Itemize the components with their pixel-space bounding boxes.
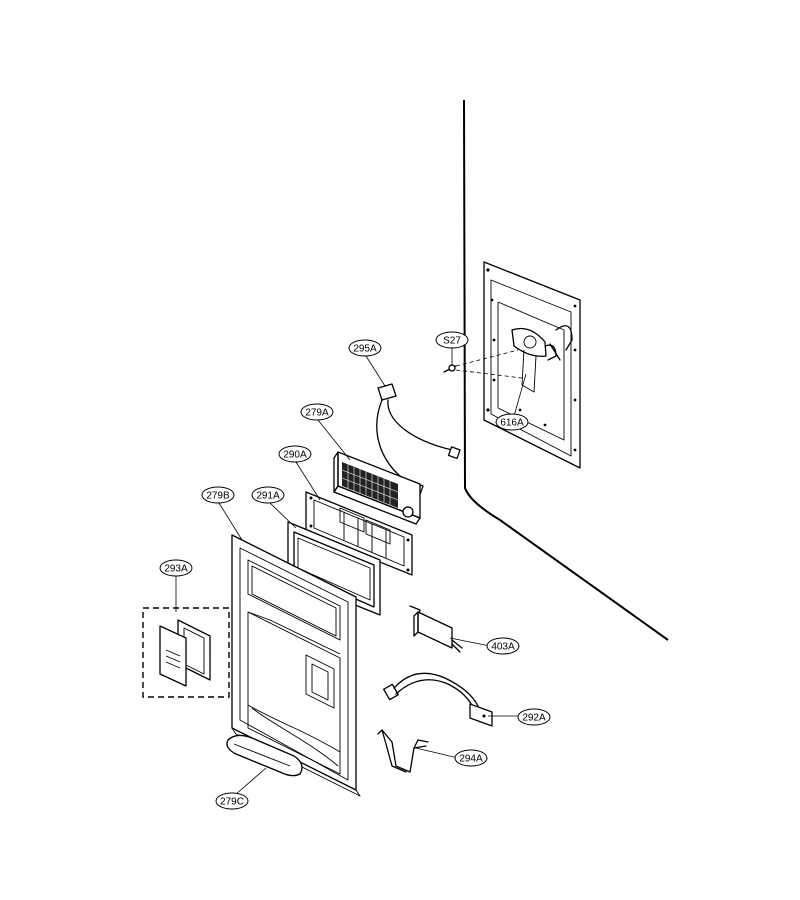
micro-switch-403a xyxy=(409,605,463,653)
callout-label: 279B xyxy=(206,491,230,502)
callout-279a: 279A xyxy=(300,403,334,421)
cover-frame-290a xyxy=(305,491,413,576)
callout-290a: 290A xyxy=(278,445,312,463)
heater-wire-292a xyxy=(383,672,493,727)
callout-295a: 295A xyxy=(348,339,382,357)
callout-s27: S27 xyxy=(435,331,469,349)
front-panel-279b xyxy=(231,534,361,797)
keypad-grid xyxy=(341,462,399,508)
callout-291a: 291A xyxy=(251,486,285,504)
drip-tray-279c xyxy=(226,734,303,777)
callout-label: 294A xyxy=(459,754,483,765)
callout-279b: 279B xyxy=(201,486,235,504)
kit-293a-box xyxy=(142,607,230,698)
callout-279c: 279C xyxy=(215,792,249,810)
callout-label: 279A xyxy=(305,408,329,419)
callout-616a: 616A xyxy=(495,413,529,431)
bracket-294a xyxy=(377,729,429,773)
callout-label: 290A xyxy=(283,450,307,461)
callout-292a: 292A xyxy=(517,708,551,726)
control-board-279a xyxy=(333,451,421,525)
gasket-291a xyxy=(287,521,381,616)
callout-label: 279C xyxy=(220,797,244,808)
screw-s27 xyxy=(443,349,523,379)
leader-lines xyxy=(175,348,527,796)
callout-label: 403A xyxy=(491,642,515,653)
callout-403a: 403A xyxy=(486,637,520,655)
callout-label: 293A xyxy=(164,564,188,575)
callout-label: 616A xyxy=(500,418,524,429)
callout-label: S27 xyxy=(443,336,461,347)
callout-294a: 294A xyxy=(454,749,488,767)
door-outline xyxy=(463,99,669,641)
callout-label: 291A xyxy=(256,491,280,502)
callout-label: 295A xyxy=(353,344,377,355)
callout-label: 292A xyxy=(522,713,546,724)
callout-293a: 293A xyxy=(159,559,193,577)
dispenser-housing xyxy=(483,261,581,469)
